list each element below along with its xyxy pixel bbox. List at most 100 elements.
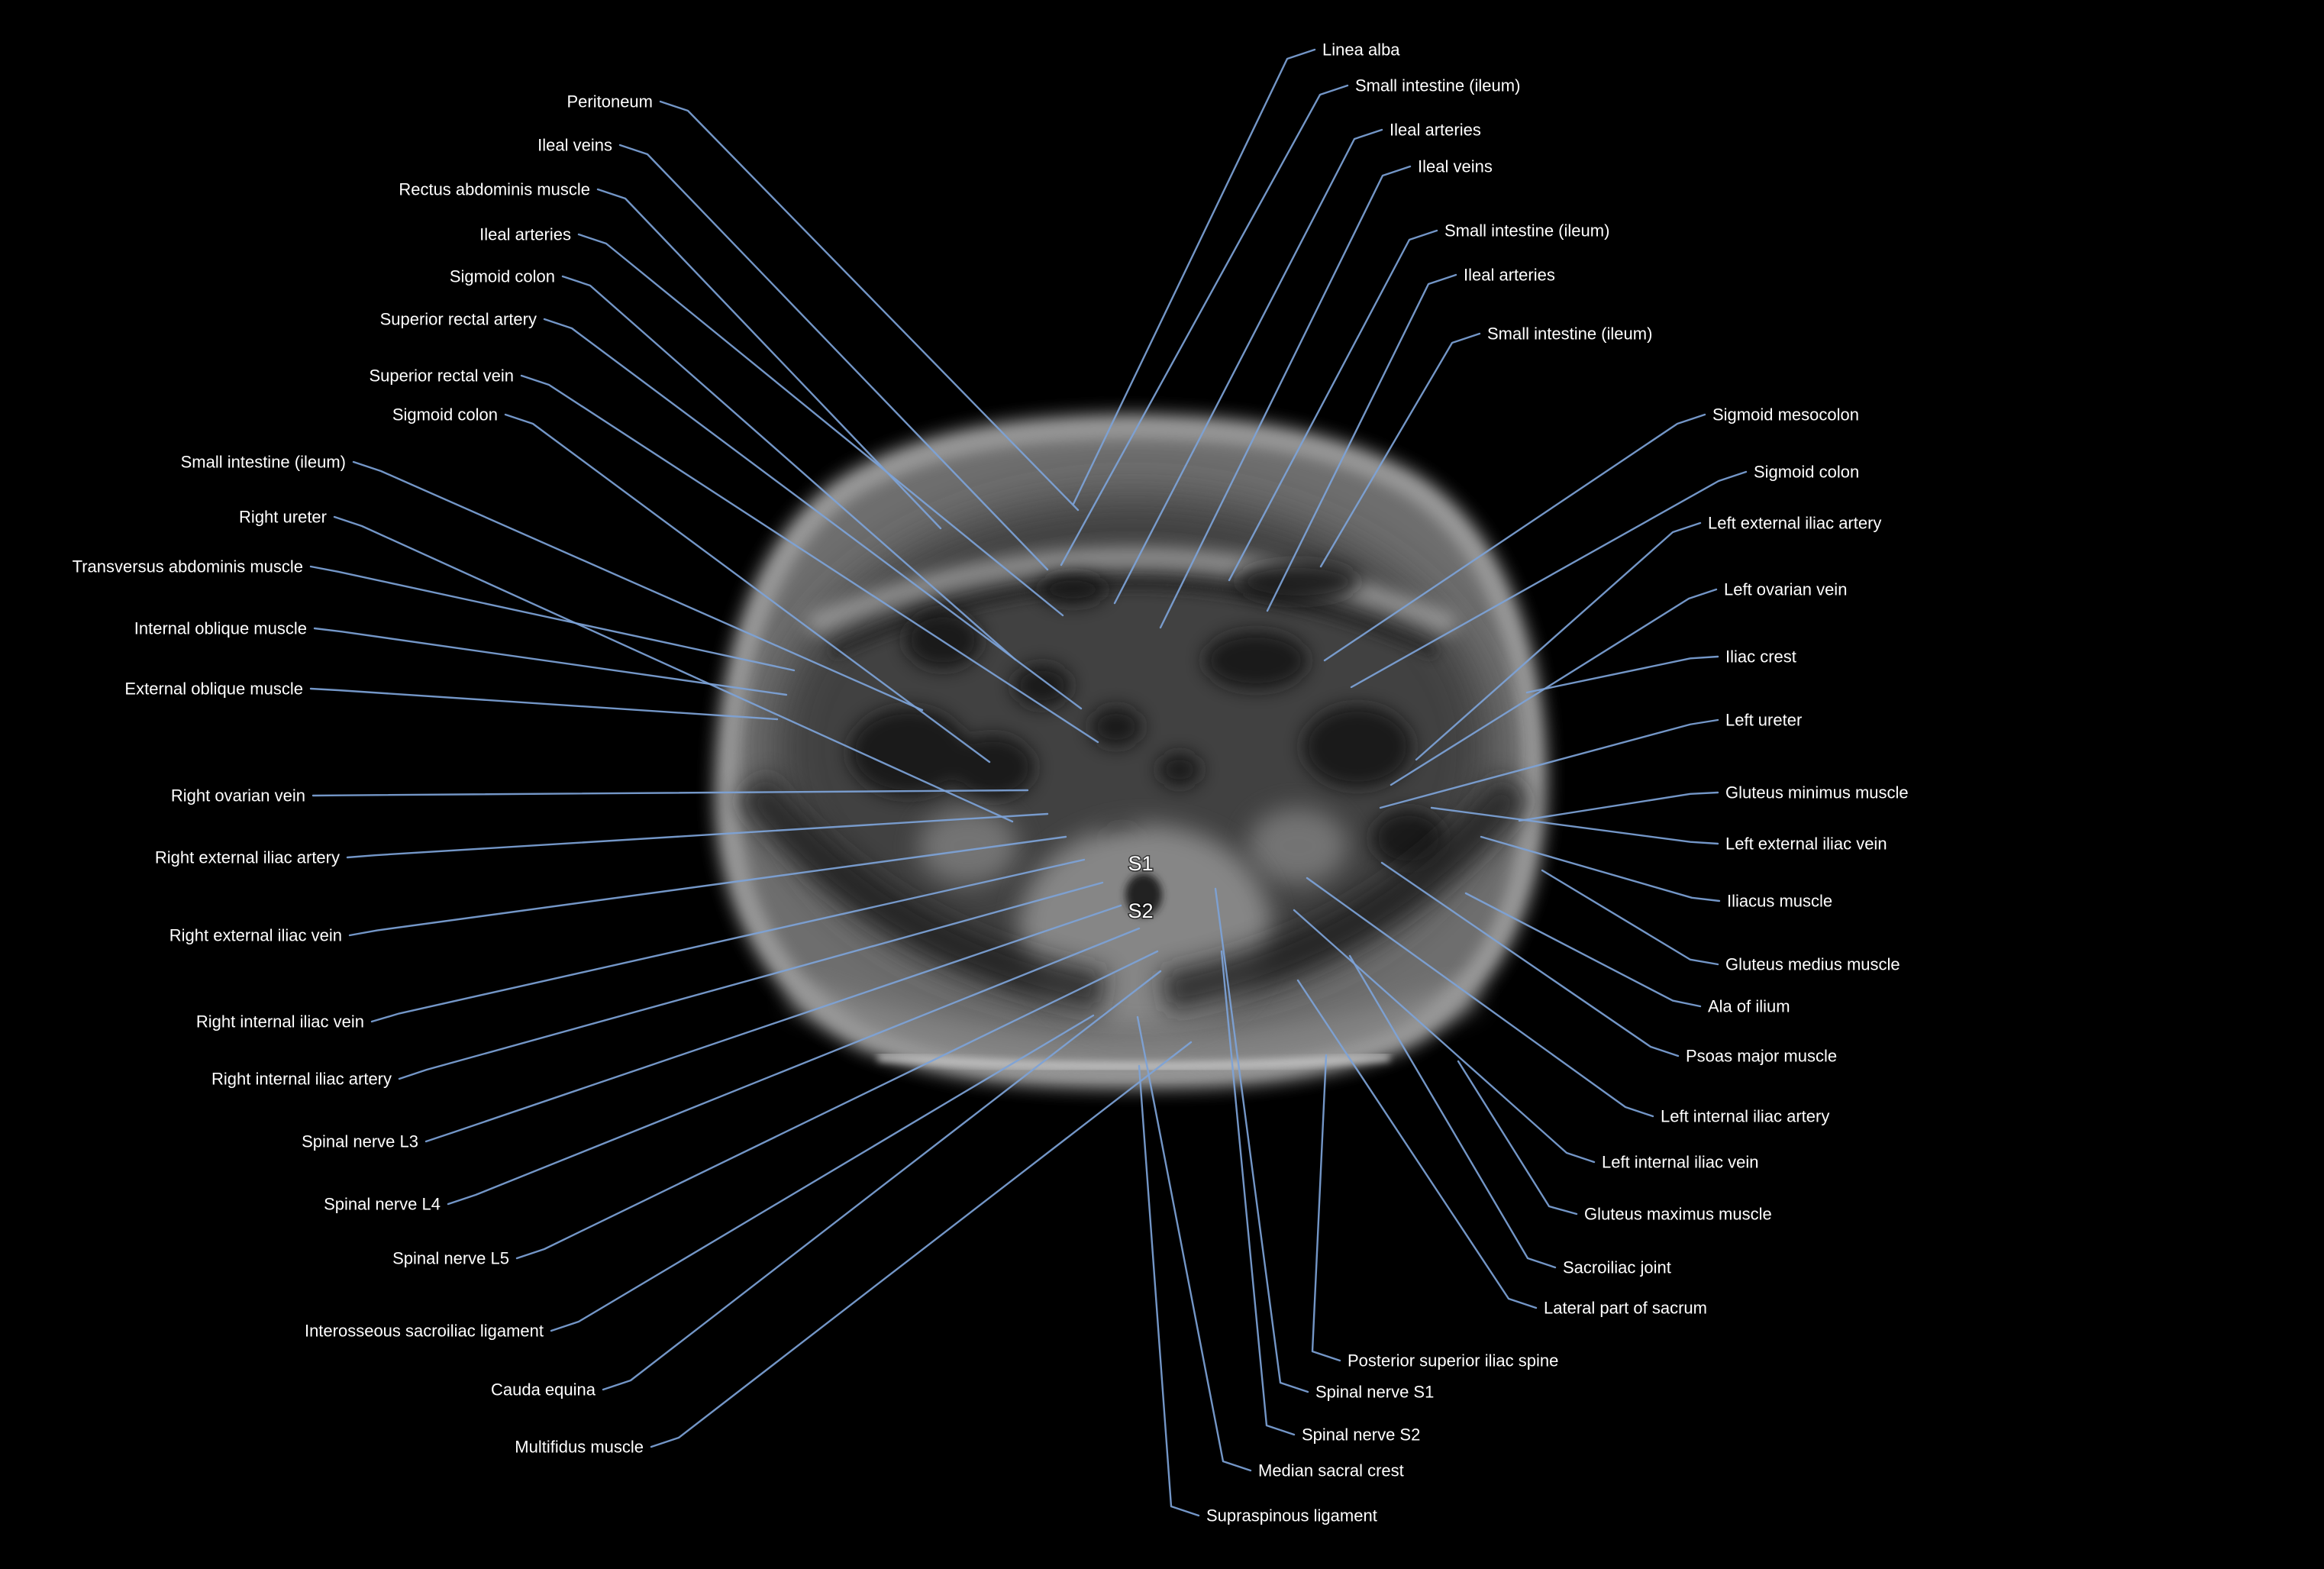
leader-line — [309, 687, 779, 721]
anatomy-label: Sigmoid mesocolon — [1712, 405, 1859, 425]
leader-line — [370, 858, 1086, 1023]
anatomy-label: Right internal iliac vein — [196, 1012, 364, 1031]
psoas-muscles — [918, 808, 1348, 884]
leader-line — [313, 627, 788, 696]
leader-line — [650, 1041, 1193, 1448]
anatomy-label: Multifidus muscle — [515, 1438, 644, 1457]
spinal-canal — [1125, 873, 1162, 916]
anatomy-label: Linea alba — [1322, 40, 1400, 60]
anatomy-label: Right ureter — [239, 508, 327, 527]
anatomy-label: Iliacus muscle — [1727, 892, 1832, 911]
gluteal-band — [788, 978, 1480, 1073]
leader-line — [424, 904, 1122, 1143]
anatomy-label: Ala of ilium — [1708, 997, 1790, 1016]
leader-line — [1525, 655, 1719, 694]
anatomy-label: Gluteus maximus muscle — [1584, 1205, 1772, 1224]
anatomy-label: Ileal veins — [537, 136, 612, 155]
anatomy-label: Small intestine (ileum) — [1487, 324, 1652, 344]
leader-line — [1220, 950, 1296, 1436]
anatomy-label: Small intestine (ileum) — [1355, 76, 1520, 95]
leader-line — [1348, 954, 1557, 1269]
vertebra-label-s2: S2 — [1128, 899, 1153, 922]
leader-line — [659, 100, 1080, 512]
anatomy-label: Rectus abdominis muscle — [399, 180, 590, 199]
leader-line — [515, 950, 1159, 1260]
anatomy-label: Left external iliac artery — [1708, 514, 1881, 533]
anatomy-label: Right external iliac vein — [169, 926, 342, 945]
anatomy-label: Sacroiliac joint — [1563, 1258, 1671, 1277]
anatomy-label: Interosseous sacroiliac ligament — [305, 1322, 544, 1341]
anatomy-label: Right ovarian vein — [171, 786, 305, 805]
leader-line — [1136, 1015, 1252, 1472]
leader-line — [348, 835, 1067, 937]
anatomy-label: Cauda equina — [491, 1380, 596, 1400]
leader-line — [1480, 835, 1721, 902]
anatomy-label: Gluteus medius muscle — [1725, 955, 1900, 974]
vertebra-markers: S1 S2 — [1127, 851, 1154, 924]
anatomy-label: Superior rectal vein — [369, 366, 514, 386]
anatomy-label: Psoas major muscle — [1686, 1047, 1837, 1066]
leader-line — [1350, 470, 1748, 689]
leader-line — [1159, 165, 1412, 629]
leader-line — [543, 318, 1083, 710]
anatomy-label: Ileal arteries — [1464, 266, 1555, 285]
leader-line — [1541, 869, 1719, 966]
leader-line — [309, 565, 796, 672]
anatomy-label: Iliac crest — [1725, 647, 1796, 667]
anatomy-label: Spinal nerve L5 — [392, 1249, 509, 1268]
leader-line — [1266, 273, 1457, 612]
anatomy-label: Gluteus minimus muscle — [1725, 783, 1909, 802]
abdominal-wall-band — [805, 548, 1458, 635]
leader-line — [504, 413, 991, 764]
anatomy-label: Ileal veins — [1418, 157, 1493, 176]
leader-line — [1457, 1060, 1578, 1215]
anatomy-label: Sigmoid colon — [392, 405, 498, 425]
leader-line — [1306, 877, 1654, 1118]
leader-line — [1415, 521, 1702, 761]
anatomy-label: Ileal arteries — [1390, 121, 1481, 140]
anatomy-label: Left ovarian vein — [1724, 580, 1847, 599]
leader-line — [1072, 48, 1316, 505]
anatomy-label: Transversus abdominis muscle — [73, 557, 303, 576]
leader-line — [1390, 588, 1718, 786]
leader-line — [1293, 909, 1596, 1164]
leader-line — [550, 1014, 1095, 1332]
iliac-wings — [735, 773, 1532, 1013]
leader-line — [352, 460, 924, 712]
leader-line — [1323, 413, 1706, 662]
anatomy-label: Sigmoid colon — [450, 267, 555, 286]
leader-line — [311, 789, 1029, 797]
anatomy-label: Lateral part of sacrum — [1544, 1299, 1707, 1318]
leader-line — [447, 927, 1141, 1206]
leader-line — [1228, 229, 1438, 582]
leader-line — [1138, 1064, 1200, 1517]
anatomy-label: Superior rectal artery — [380, 310, 537, 329]
leader-line — [596, 188, 942, 530]
anatomy-label: Internal oblique muscle — [134, 619, 307, 638]
leader-line — [346, 812, 1049, 859]
anatomy-label: Spinal nerve L4 — [324, 1195, 441, 1214]
leader-line — [1464, 892, 1702, 1008]
anatomy-label: Left internal iliac vein — [1602, 1153, 1758, 1172]
anatomy-label: Sigmoid colon — [1754, 463, 1859, 482]
mri-cross-section — [715, 414, 1547, 1089]
leader-line — [1113, 128, 1383, 605]
leader-line — [1430, 806, 1719, 845]
leader-line — [602, 970, 1162, 1391]
anatomy-label: Left external iliac vein — [1725, 835, 1887, 854]
leader-line — [398, 881, 1104, 1080]
anatomy-label: Spinal nerve S1 — [1315, 1383, 1434, 1402]
leader-line — [577, 233, 1064, 617]
anatomy-label: Left internal iliac artery — [1661, 1107, 1829, 1126]
anatomy-label: Median sacral crest — [1258, 1461, 1404, 1480]
leader-line — [1311, 1054, 1341, 1362]
anatomy-label: Peritoneum — [566, 92, 653, 111]
leader-line — [1379, 718, 1719, 809]
leader-line — [1214, 887, 1309, 1393]
leader-line — [1380, 861, 1680, 1057]
leader-line — [520, 374, 1099, 744]
vertebra-label-s1: S1 — [1128, 852, 1153, 875]
